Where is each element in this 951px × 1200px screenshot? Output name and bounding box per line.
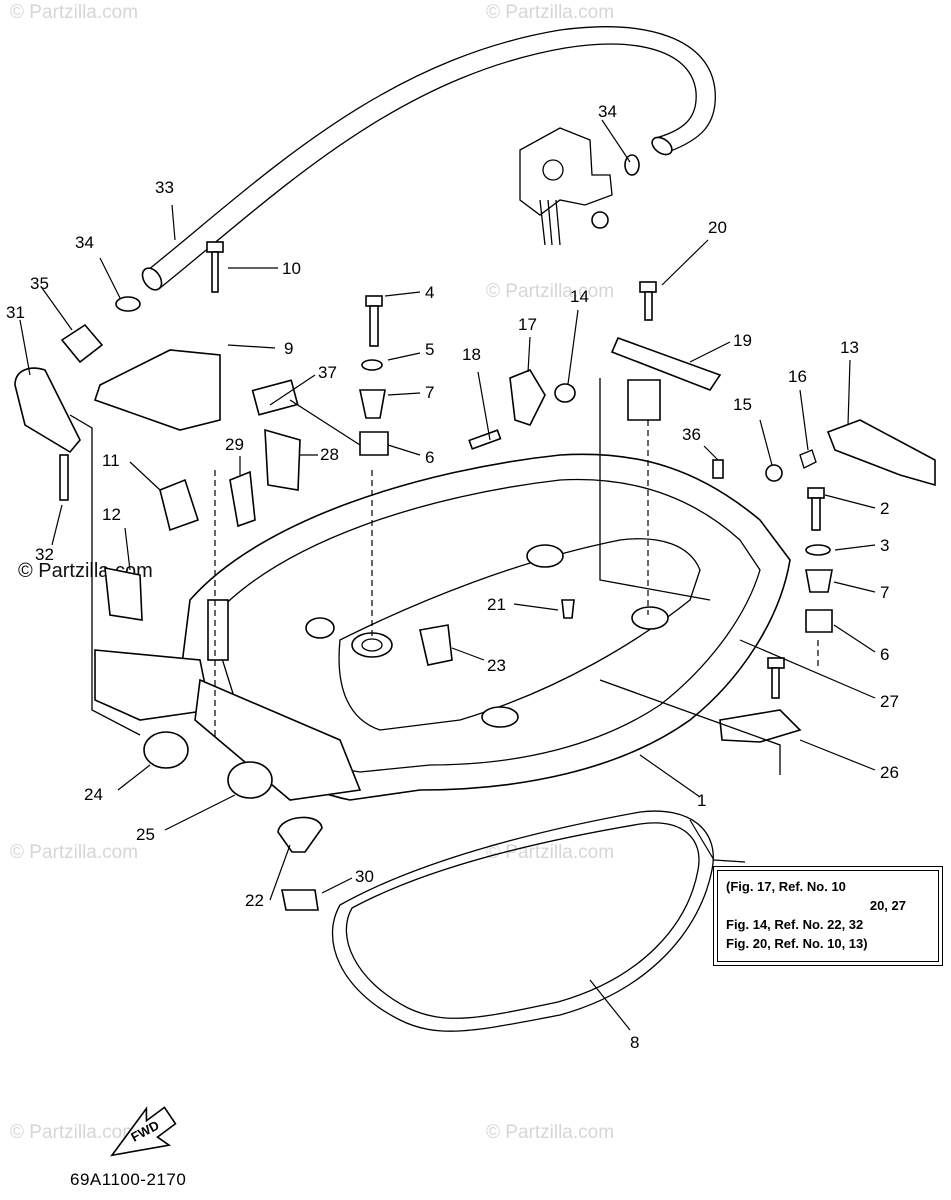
callout-10: 10 <box>282 259 301 278</box>
diagram-code: 69A1100-2170 <box>70 1170 187 1189</box>
watermark: © Partzilla.com <box>486 842 614 863</box>
callout-31: 31 <box>6 303 25 322</box>
callout-34: 34 <box>75 233 94 252</box>
leader-lines <box>19 119 876 1031</box>
callout-35: 35 <box>30 274 49 293</box>
watermark: © Partzilla.com <box>10 1122 138 1143</box>
callout-7-right: 7 <box>880 583 889 602</box>
callout-29: 29 <box>225 435 244 454</box>
callout-17: 17 <box>518 315 537 334</box>
callout-19: 19 <box>733 331 752 350</box>
watermark: © Partzilla.com <box>486 1122 614 1143</box>
callout-2: 2 <box>880 499 889 518</box>
callout-36: 36 <box>682 425 701 444</box>
callout-11: 11 <box>102 451 120 470</box>
callout-32: 32 <box>35 545 54 564</box>
callout-33: 33 <box>155 178 174 197</box>
reference-note-line: (Fig. 17, Ref. No. 10 <box>726 879 846 894</box>
small-parts <box>14 241 936 911</box>
callout-22: 22 <box>245 891 264 910</box>
callout-6-right: 6 <box>880 645 889 664</box>
callout-7: 7 <box>425 383 434 402</box>
callout-13: 13 <box>840 338 859 357</box>
watermark: © Partzilla.com <box>10 2 138 23</box>
reference-note-line: Fig. 20, Ref. No. 10, 13) <box>726 936 868 951</box>
callout-18: 18 <box>462 345 481 364</box>
reference-note-line: 20, 27 <box>869 898 906 913</box>
watermark: © Partzilla.com <box>486 281 614 302</box>
watermark: © Partzilla.com <box>10 842 138 863</box>
callout-20: 20 <box>708 218 727 237</box>
callout-15: 15 <box>733 395 752 414</box>
callout-1: 1 <box>697 791 706 810</box>
callout-6: 6 <box>425 448 434 467</box>
seal-8 <box>331 810 714 1032</box>
reference-note-line: Fig. 14, Ref. No. 22, 32 <box>726 917 864 932</box>
callout-23: 23 <box>487 656 506 675</box>
callout-25: 25 <box>136 825 155 844</box>
reference-note-inner: (Fig. 17, Ref. No. 10 20, 27 Fig. 14, Re… <box>717 870 939 962</box>
callout-12: 12 <box>102 505 121 524</box>
callout-28: 28 <box>320 445 339 464</box>
callout-21: 21 <box>487 595 506 614</box>
callout-5: 5 <box>425 340 434 359</box>
callout-37: 37 <box>318 363 337 382</box>
callout-8: 8 <box>630 1033 639 1052</box>
callout-3: 3 <box>880 536 889 555</box>
callout-4: 4 <box>425 283 434 302</box>
callout-24: 24 <box>84 785 103 804</box>
callout-26: 26 <box>880 763 899 782</box>
callout-14: 14 <box>570 287 589 306</box>
callout-30: 30 <box>355 867 374 886</box>
callout-27: 27 <box>880 692 899 711</box>
callouts: 33 34 34 35 31 10 9 4 5 7 6 37 29 28 11 … <box>6 102 899 1052</box>
callout-34-upper: 34 <box>598 102 617 121</box>
callout-16: 16 <box>788 367 807 386</box>
reference-note-box: (Fig. 17, Ref. No. 10 20, 27 Fig. 14, Re… <box>713 866 943 966</box>
callout-9: 9 <box>284 339 293 358</box>
carburetor-sketch <box>519 127 640 246</box>
watermark: © Partzilla.com <box>486 2 614 23</box>
hose-33 <box>141 26 716 291</box>
bottom-cowling <box>94 453 791 801</box>
